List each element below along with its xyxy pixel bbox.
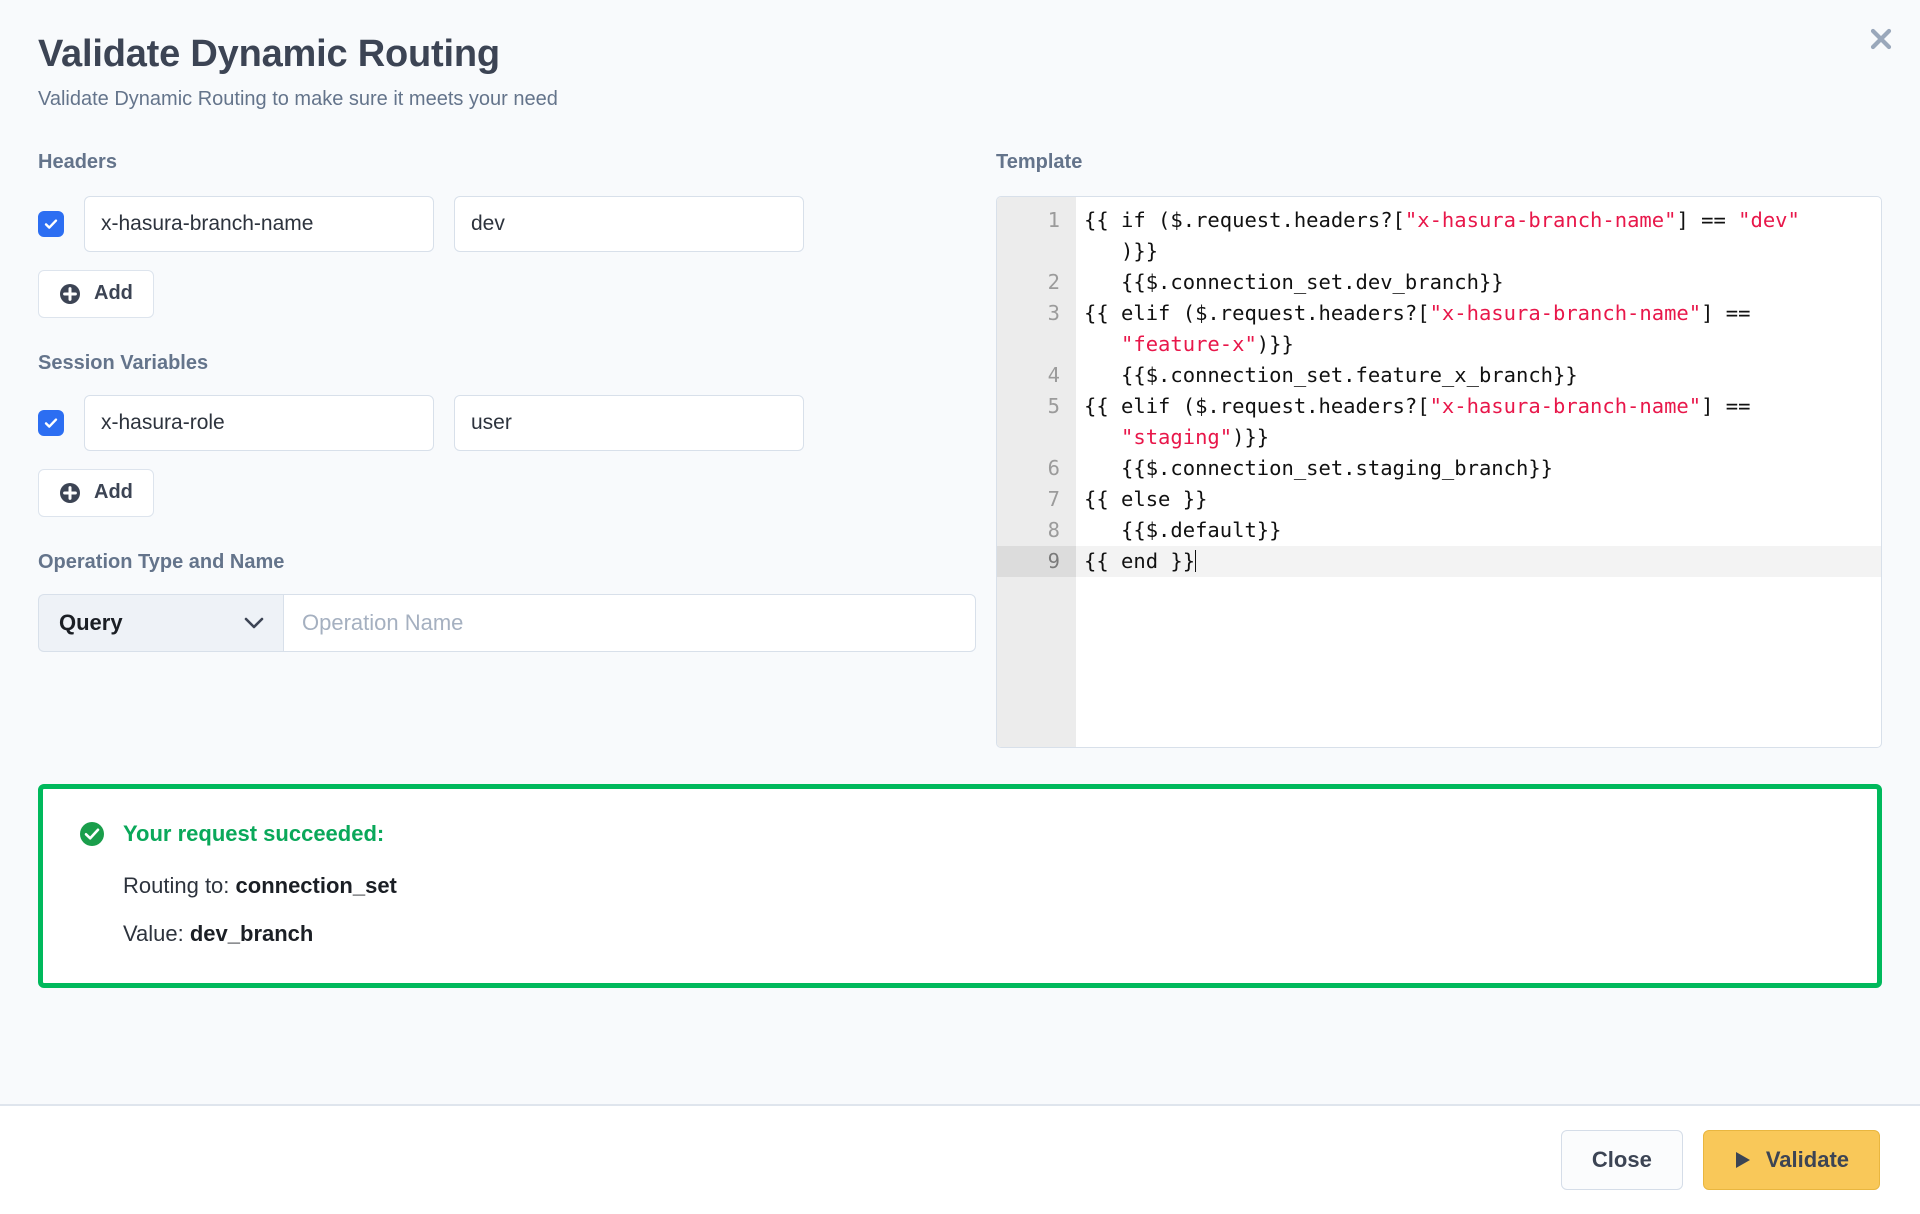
operation-type-value: Query (59, 609, 123, 635)
session-variable-enabled-checkbox[interactable] (38, 409, 64, 436)
result-value-label: Value: (123, 920, 190, 946)
editor-line-number-wrap (997, 236, 1076, 267)
result-routing-label: Routing to: (123, 872, 236, 898)
result-routing-line: Routing to: connection_set (123, 873, 1841, 899)
add-header-button[interactable]: Add (38, 269, 154, 318)
session-variables-section-label: Session Variables (38, 351, 209, 374)
check-circle-icon (80, 821, 104, 846)
code-text: )}} (1084, 238, 1159, 263)
code-text: {{ if ($.request.headers?[ (1084, 207, 1405, 232)
header-enabled-checkbox[interactable] (38, 210, 64, 237)
check-icon (44, 219, 58, 229)
code-text: {{ else }} (1084, 486, 1208, 511)
content-columns: Headers Add (38, 151, 1882, 748)
headers-section-label: Headers (38, 150, 117, 173)
plus-circle-icon (60, 482, 80, 503)
code-text: {{$.default}} (1084, 517, 1282, 542)
code-string: "x-hasura-branch-name" (1404, 207, 1677, 232)
close-icon-glyph (1870, 28, 1892, 50)
plus-circle-icon (60, 283, 80, 304)
dialog-body: Validate Dynamic Routing Validate Dynami… (38, 33, 1882, 988)
page-subtitle: Validate Dynamic Routing to make sure it… (38, 87, 558, 110)
editor-code-line: {{ else }} (1076, 484, 1881, 515)
add-session-variable-label: Add (94, 481, 133, 504)
add-header-label: Add (94, 282, 133, 305)
editor-code-line: {{$.connection_set.dev_branch}} (1076, 267, 1881, 298)
code-text: ] == (1676, 207, 1739, 232)
editor-code-line: {{ elif ($.request.headers?["x-hasura-br… (1076, 298, 1881, 329)
chevron-down-icon (244, 617, 264, 629)
code-string: "dev" (1738, 207, 1800, 232)
code-text: ] == (1701, 393, 1751, 418)
editor-line-number: 7 (1047, 486, 1060, 511)
editor-line-number: 4 (1047, 362, 1060, 387)
editor-line-numbers: 1 2 3 4 5 6 7 8 9 (997, 196, 1076, 747)
result-header: Your request succeeded: (79, 821, 1841, 847)
code-text: {{$.connection_set.feature_x_branch}} (1084, 362, 1578, 387)
editor-code-line-wrap: "feature-x")}} (1076, 329, 1881, 360)
validation-result-panel: Your request succeeded: Routing to: conn… (38, 783, 1882, 988)
code-text (1084, 332, 1121, 356)
header-row (38, 195, 976, 252)
close-icon[interactable] (1856, 14, 1906, 64)
form-column: Headers Add (38, 151, 976, 652)
code-text: )}} (1232, 424, 1270, 449)
code-text: ] == (1701, 300, 1751, 325)
code-text: {{ end }} (1084, 548, 1196, 573)
template-column: Template 1 2 3 4 5 6 7 8 9 {{ if ($.request.h… (976, 151, 1882, 748)
editor-code-line-wrap: "staging")}} (1076, 422, 1881, 453)
editor-line-number: 6 (1047, 455, 1060, 480)
code-text: {{$.connection_set.staging_branch}} (1084, 455, 1553, 480)
check-icon (44, 418, 58, 428)
editor-code-content[interactable]: {{ if ($.request.headers?["x-hasura-bran… (1076, 197, 1881, 747)
result-heading: Your request succeeded: (123, 820, 385, 846)
editor-code-line: {{ if ($.request.headers?["x-hasura-bran… (1076, 205, 1881, 236)
result-routing-value: connection_set (235, 872, 397, 898)
editor-code-line: {{ elif ($.request.headers?["x-hasura-br… (1076, 391, 1881, 422)
add-session-variable-button[interactable]: Add (38, 468, 154, 517)
editor-line-number: 9 (997, 545, 1076, 577)
result-value-line: Value: dev_branch (123, 921, 1841, 947)
editor-line-number: 1 (1047, 207, 1060, 232)
page-title: Validate Dynamic Routing (38, 33, 500, 75)
editor-line-number-wrap (997, 329, 1076, 360)
validate-button-label: Validate (1765, 1147, 1849, 1172)
play-icon (1735, 1152, 1750, 1168)
code-string: "staging" (1121, 424, 1233, 449)
code-text (1084, 425, 1121, 449)
header-key-input[interactable] (84, 195, 434, 252)
operation-section-label: Operation Type and Name (38, 550, 285, 573)
code-text: {{$.connection_set.dev_branch}} (1084, 269, 1504, 294)
code-text: )}} (1256, 331, 1294, 356)
editor-line-number: 3 (1047, 300, 1060, 325)
template-section-label: Template (996, 150, 1083, 173)
operation-type-select[interactable]: Query (38, 593, 283, 652)
editor-line-number: 8 (1047, 517, 1060, 542)
editor-caret (1195, 549, 1197, 572)
code-text: {{ elif ($.request.headers?[ (1084, 393, 1430, 418)
result-value-value: dev_branch (189, 920, 314, 946)
operation-row: Query (38, 593, 976, 652)
editor-code-line: {{$.default}} (1076, 515, 1881, 546)
editor-line-number-wrap (997, 422, 1076, 453)
header-value-input[interactable] (454, 195, 804, 252)
code-string: "feature-x" (1121, 331, 1257, 356)
editor-code-line: {{ end }} (1076, 545, 1881, 577)
editor-line-number: 2 (1047, 269, 1060, 294)
editor-code-line-wrap: )}} (1076, 236, 1881, 267)
code-text: {{ elif ($.request.headers?[ (1084, 300, 1430, 325)
code-string: "x-hasura-branch-name" (1429, 300, 1702, 325)
close-button[interactable]: Close (1560, 1130, 1683, 1190)
session-variable-row (38, 394, 976, 451)
session-variable-value-input[interactable] (454, 394, 804, 451)
session-variable-key-input[interactable] (84, 394, 434, 451)
editor-code-line: {{$.connection_set.staging_branch}} (1076, 453, 1881, 484)
editor-line-number: 5 (1047, 393, 1060, 418)
operation-name-input[interactable] (283, 593, 976, 652)
editor-code-line: {{$.connection_set.feature_x_branch}} (1076, 360, 1881, 391)
code-string: "x-hasura-branch-name" (1429, 393, 1702, 418)
dialog-footer: Close Validate (0, 1104, 1920, 1214)
validate-button[interactable]: Validate (1702, 1130, 1880, 1190)
